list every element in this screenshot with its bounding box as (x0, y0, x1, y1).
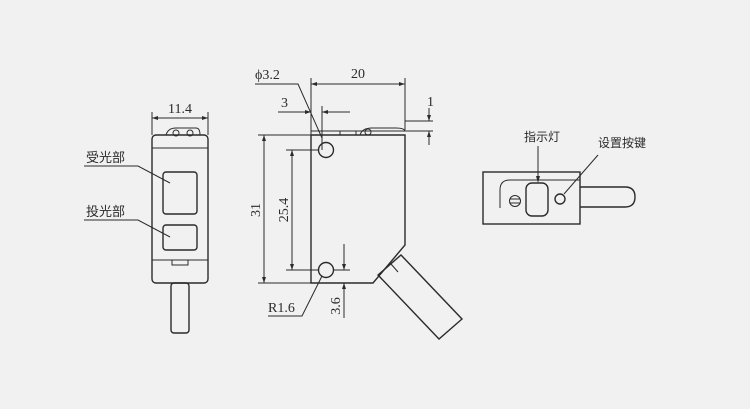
side-view: 20 ϕ3.2 3 1 31 (249, 67, 464, 340)
front-top-hole-2 (186, 129, 194, 137)
top-body-inner-edge (499, 179, 580, 208)
front-view: 11.4 受光部 投光部 (84, 102, 209, 334)
hole-offset-arrow-left (305, 110, 311, 114)
front-cable (170, 282, 190, 334)
side-body (310, 134, 406, 284)
length-arrow-left (311, 82, 317, 86)
height-dim-text: 31 (249, 203, 264, 217)
height-arrow-top (262, 135, 266, 141)
receiver-label: 受光部 (86, 151, 125, 166)
spacing-dim-text: 25.4 (277, 198, 292, 223)
hole-offset-text: 3 (281, 96, 288, 111)
front-top-hole (172, 129, 180, 137)
width-dim-arrow-right (202, 116, 208, 120)
step-arrow-bottom (427, 131, 431, 137)
hole-offset-arrow-right (322, 110, 328, 114)
bottom-offset-arrow-bottom (342, 283, 346, 289)
height-arrow-bottom (262, 277, 266, 283)
emitter-window (162, 224, 198, 251)
lower-mount-hole (317, 261, 335, 279)
indicator-label: 指示灯 (524, 129, 560, 144)
setting-button (554, 193, 566, 205)
top-view: 指示灯 设置按键 (482, 129, 646, 225)
upper-mount-hole (317, 141, 335, 159)
side-cable (376, 254, 464, 340)
step-dim-text: 1 (427, 95, 434, 110)
bottom-offset-text: 3.6 (329, 297, 344, 315)
hole-dia-leader (255, 83, 323, 139)
button-label: 设置按键 (598, 136, 646, 150)
button-leader (563, 154, 599, 195)
adjust-screw-icon (509, 195, 521, 207)
width-dim-text: 11.4 (168, 102, 192, 117)
emitter-leader (84, 219, 171, 238)
length-dim-text: 20 (351, 67, 365, 82)
hole-dia-text: ϕ3.2 (255, 68, 280, 83)
front-bottom-notch (171, 260, 189, 266)
bottom-offset-arrow-top (342, 264, 346, 270)
radius-dim-text: R1.6 (268, 301, 295, 316)
top-body (482, 171, 581, 225)
side-cable-ring (390, 263, 399, 273)
receiver-window (162, 171, 198, 215)
indicator-arrow (536, 176, 540, 183)
indicator-lamp (525, 182, 549, 217)
emitter-label: 投光部 (86, 204, 125, 220)
spacing-arrow-top (290, 150, 294, 156)
length-arrow-right (399, 82, 405, 86)
front-top-boss (165, 127, 201, 136)
step-arrow-top (427, 115, 431, 121)
radius-leader (268, 275, 323, 317)
top-cable (580, 186, 636, 208)
side-top-hole (364, 128, 372, 136)
receiver-leader (84, 165, 171, 184)
spacing-arrow-bottom (290, 264, 294, 270)
front-body (151, 134, 209, 284)
width-dim-arrow-left (152, 116, 158, 120)
